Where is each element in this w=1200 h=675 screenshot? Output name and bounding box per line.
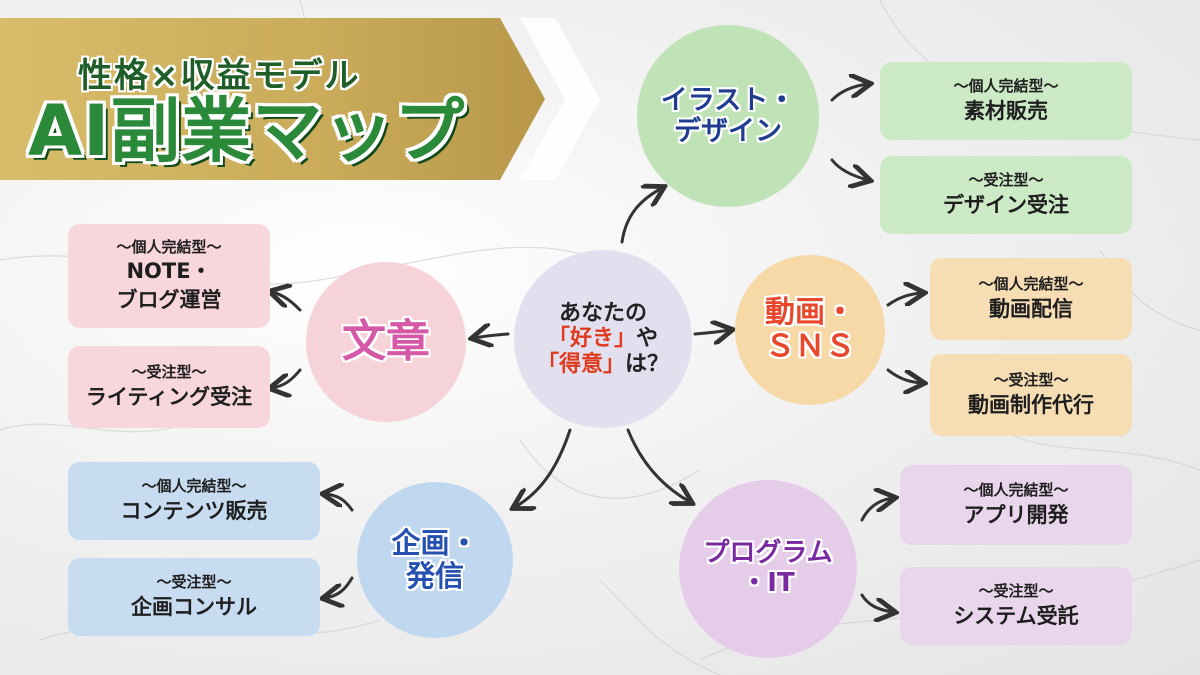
center-line2: 「好き」や — [548, 326, 658, 351]
category-prog-circle: プログラム ・IT — [679, 480, 857, 658]
arrow-prog-order — [860, 593, 893, 612]
box-kikaku-order: 〜受注型〜 企画コンサル — [68, 558, 320, 636]
box-name-label: コンテンツ販売 — [120, 498, 268, 523]
box-design-order: 〜受注型〜 デザイン受注 — [880, 156, 1132, 234]
prog-line1: プログラム — [703, 538, 833, 569]
box-bunsho-order: 〜受注型〜 ライティング受注 — [68, 346, 270, 428]
box-type-label: 〜受注型〜 — [131, 363, 207, 382]
arrow-douga-order — [886, 368, 922, 383]
box-name-label: 素材販売 — [964, 98, 1048, 123]
arrow-bunsho-indiv — [272, 292, 302, 312]
kikaku-line1: 企画・ — [391, 525, 479, 560]
box-name-label: 企画コンサル — [131, 594, 257, 619]
center-line1: あなたの — [558, 301, 647, 327]
kikaku-line2: 発信 — [405, 559, 464, 593]
arrow-center-bunsho — [474, 334, 510, 338]
center-line3: 「得意」は？ — [537, 352, 669, 377]
center-skill-highlight: 「得意」 — [536, 351, 625, 377]
box-type-label: 〜個人完結型〜 — [116, 237, 222, 256]
box-name-label: システム受託 — [953, 603, 1079, 628]
box-design-indiv: 〜個人完結型〜 素材販売 — [880, 62, 1132, 140]
arrow-center-design — [620, 188, 662, 244]
bunsho-line1: 文章 — [342, 315, 430, 367]
douga-line2: ＳＮＳ — [765, 329, 855, 364]
box-name-label: アプリ開発 — [963, 502, 1069, 527]
category-kikaku-circle: 企画・ 発信 — [357, 482, 513, 638]
design-line1: イラスト・ — [660, 84, 796, 116]
box-type-label: 〜個人完結型〜 — [141, 477, 247, 496]
category-design-circle: イラスト・ デザイン — [637, 25, 819, 207]
box-prog-indiv: 〜個人完結型〜 アプリ開発 — [900, 465, 1132, 545]
douga-line1: 動画・ — [765, 294, 855, 330]
box-type-label: 〜受注型〜 — [156, 573, 232, 592]
arrow-center-douga — [693, 330, 730, 334]
banner-subtitle: 性格×収益モデル — [78, 56, 361, 96]
box-name-label: ライティング受注 — [85, 384, 253, 409]
arrow-design-indiv — [830, 84, 868, 102]
center-like-highlight: 「好き」 — [547, 326, 636, 352]
box-name-label-2: ブログ運営 — [116, 287, 222, 312]
center-line3-rest: は？ — [625, 351, 670, 377]
arrow-center-kikaku — [515, 428, 572, 507]
banner-title: AI副業マップ — [28, 90, 466, 172]
arrow-center-prog — [626, 428, 690, 502]
category-douga-circle: 動画・ ＳＮＳ — [735, 255, 885, 405]
box-type-label: 〜個人完結型〜 — [963, 481, 1069, 500]
category-bunsho-circle: 文章 — [306, 262, 466, 422]
box-kikaku-indiv: 〜個人完結型〜 コンテンツ販売 — [68, 462, 320, 540]
box-type-label: 〜受注型〜 — [993, 371, 1069, 390]
center-question-circle: あなたの 「好き」や 「得意」は？ — [514, 250, 692, 428]
center-line2-rest: や — [636, 326, 659, 352]
banner-ribbon — [0, 18, 600, 180]
arrow-bunsho-order — [272, 368, 302, 388]
box-bunsho-indiv: 〜個人完結型〜 NOTE・ ブログ運営 — [68, 224, 270, 328]
box-name-label: 動画配信 — [989, 296, 1073, 321]
box-type-label: 〜受注型〜 — [978, 582, 1054, 601]
design-line2: デザイン — [674, 116, 782, 147]
box-name-label: 動画制作代行 — [968, 392, 1094, 417]
arrow-kikaku-indiv — [325, 494, 354, 512]
title-banner: 性格×収益モデル AI副業マップ — [0, 18, 600, 180]
box-name-label-1: NOTE・ — [126, 259, 212, 284]
box-type-label: 〜個人完結型〜 — [953, 77, 1059, 96]
box-douga-order: 〜受注型〜 動画制作代行 — [930, 354, 1132, 436]
arrow-douga-indiv — [886, 293, 922, 307]
prog-line2: ・IT — [741, 568, 795, 598]
box-name-label: デザイン受注 — [943, 192, 1069, 217]
arrow-design-order — [830, 158, 868, 180]
box-type-label: 〜個人完結型〜 — [978, 275, 1084, 294]
box-douga-indiv: 〜個人完結型〜 動画配信 — [930, 258, 1132, 340]
box-type-label: 〜受注型〜 — [968, 171, 1044, 190]
arrow-prog-indiv — [860, 498, 893, 522]
arrow-kikaku-order — [325, 576, 354, 598]
box-prog-order: 〜受注型〜 システム受託 — [900, 567, 1132, 645]
